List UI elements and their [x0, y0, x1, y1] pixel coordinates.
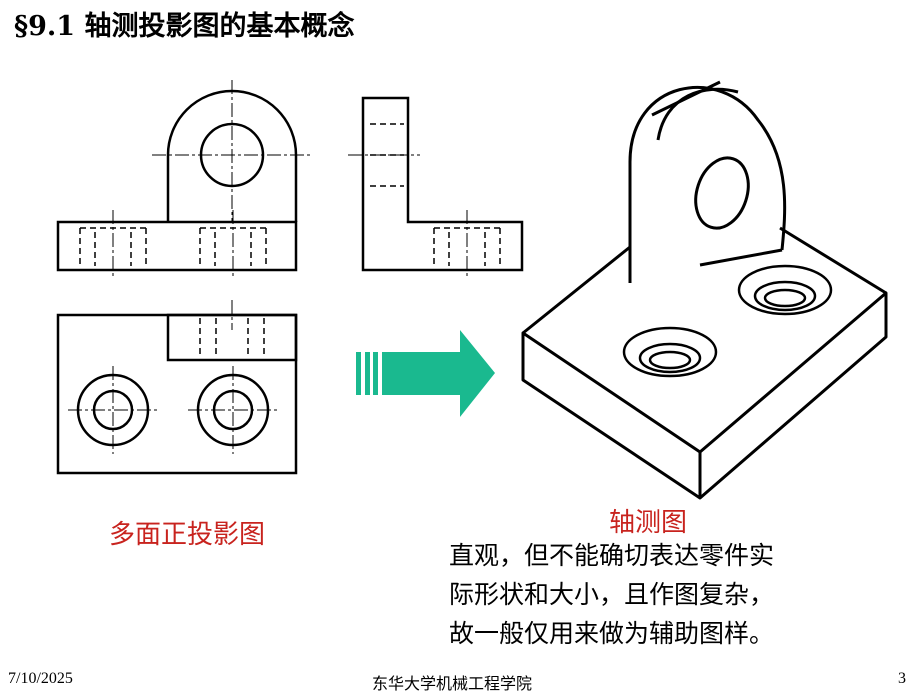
- iso-base-outline: [521, 291, 888, 500]
- iso-counterbore-back: [737, 264, 833, 316]
- front-view-base: [56, 220, 298, 272]
- footer-date: 7/10/2025: [8, 670, 73, 687]
- front-view: [56, 80, 312, 278]
- top-view: [56, 300, 298, 475]
- description-line: 直观，但不能确切表达零件实: [449, 541, 775, 570]
- top-view-outline: [56, 313, 298, 475]
- description-line: 际形状和大小，且作图复杂，: [449, 580, 775, 609]
- iso-upright-hole: [694, 156, 750, 230]
- iso-upright-front: [628, 85, 787, 283]
- iso-upright-side-bottom: [699, 248, 783, 267]
- slide-title: §9.1 轴测投影图的基本概念: [14, 11, 355, 42]
- top-view-hidden-lines: [199, 318, 265, 357]
- description-line: 故一般仅用来做为辅助图样。: [449, 619, 775, 648]
- iso-upright-back: [656, 87, 739, 141]
- isometric-caption: 轴测图: [609, 508, 688, 538]
- top-view-upright: [166, 313, 298, 362]
- side-view-hidden-lines: [370, 123, 501, 266]
- top-view-center-lines: [68, 300, 278, 454]
- iso-base-top-edges: [522, 226, 887, 335]
- footer-organization: 东华大学机械工程学院: [372, 676, 533, 693]
- transform-arrow-icon: [356, 330, 495, 417]
- side-view: [348, 96, 524, 278]
- side-view-outline: [361, 96, 524, 272]
- front-view-center-lines: [112, 80, 312, 278]
- multiview-caption: 多面正投影图: [109, 520, 266, 550]
- iso-counterbore-front: [622, 326, 718, 378]
- iso-upright-top-edge: [651, 80, 721, 117]
- footer-page-number: 3: [898, 670, 906, 687]
- description-text: 直观，但不能确切表达零件实 际形状和大小，且作图复杂， 故一般仅用来做为辅助图样…: [449, 536, 774, 653]
- isometric-view: [521, 80, 888, 500]
- front-view-hidden-lines: [79, 227, 267, 266]
- side-view-center-lines: [348, 154, 468, 278]
